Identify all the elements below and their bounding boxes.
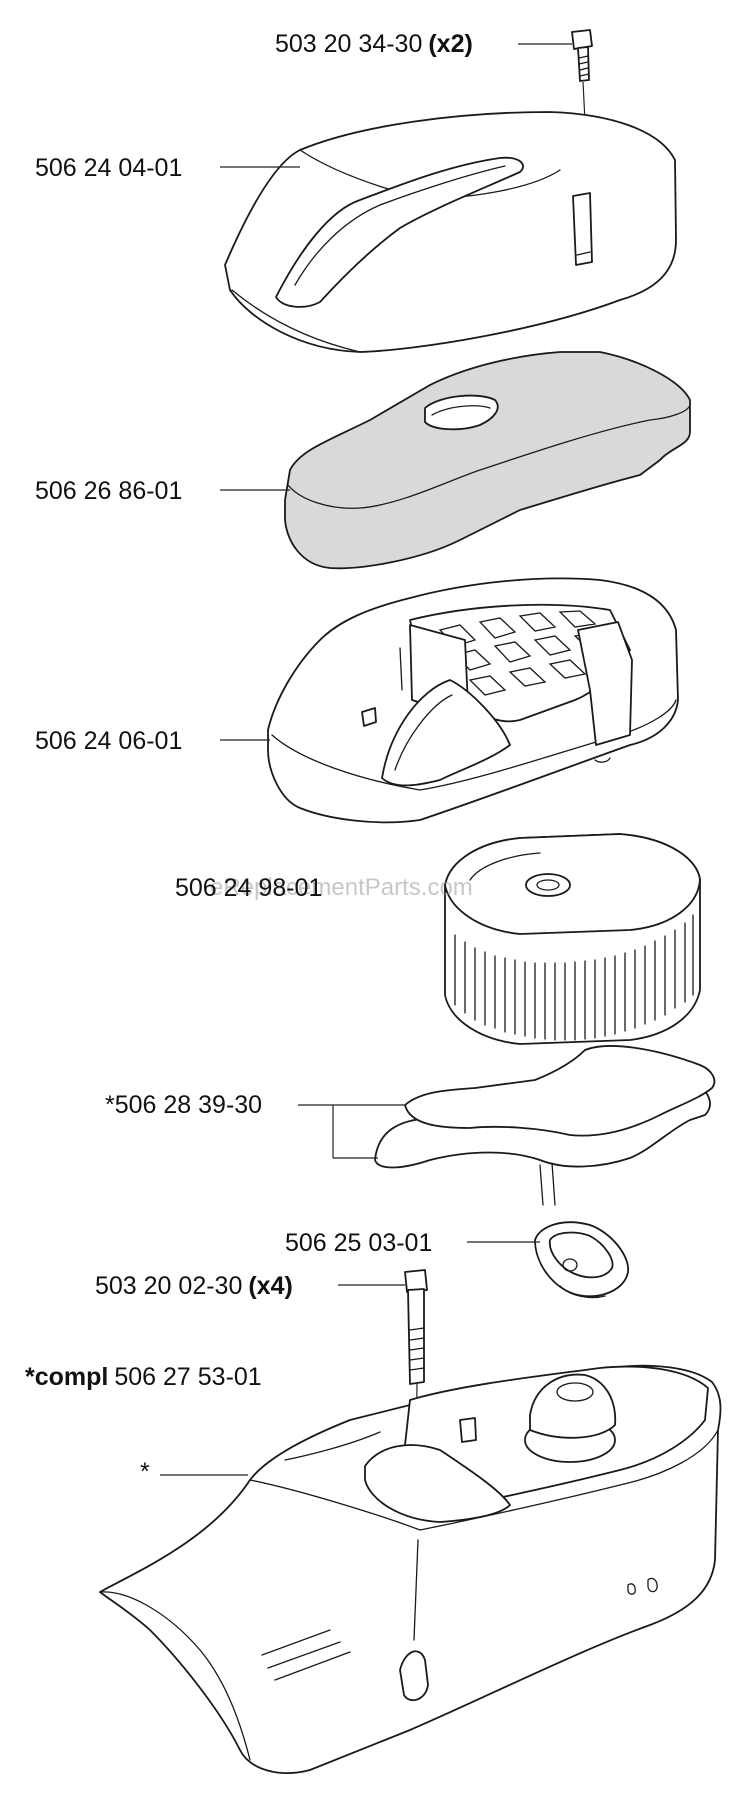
label-rubber-grommet: 506 25 03-01 xyxy=(285,1229,432,1257)
air-filter-part[interactable] xyxy=(444,833,701,1045)
filter-holder-part[interactable] xyxy=(267,577,679,824)
label-foam-filter: 506 26 86-01 xyxy=(35,477,182,505)
label-long-bolt: 503 20 02-30(x4) xyxy=(95,1272,293,1300)
rubber-grommet-part[interactable] xyxy=(534,1221,629,1299)
bottom-housing-part[interactable] xyxy=(99,1364,722,1774)
label-top-cover: 506 24 04-01 xyxy=(35,154,182,182)
screw-top-part[interactable] xyxy=(571,29,593,201)
label-housing-star: * xyxy=(140,1458,150,1486)
gasket-set-part[interactable] xyxy=(374,1045,716,1206)
label-screw-top: 503 20 34-30(x2) xyxy=(275,30,473,58)
label-filter-holder: 506 24 06-01 xyxy=(35,727,182,755)
top-cover-part[interactable] xyxy=(224,111,677,353)
watermark-text: eReplacementParts.com xyxy=(210,874,473,901)
leader-lines xyxy=(160,43,572,1476)
label-gasket-set: *506 28 39-30 xyxy=(105,1091,262,1119)
foam-filter-part[interactable] xyxy=(284,351,691,570)
label-air-filter: 506 24 98-01 xyxy=(175,874,322,902)
